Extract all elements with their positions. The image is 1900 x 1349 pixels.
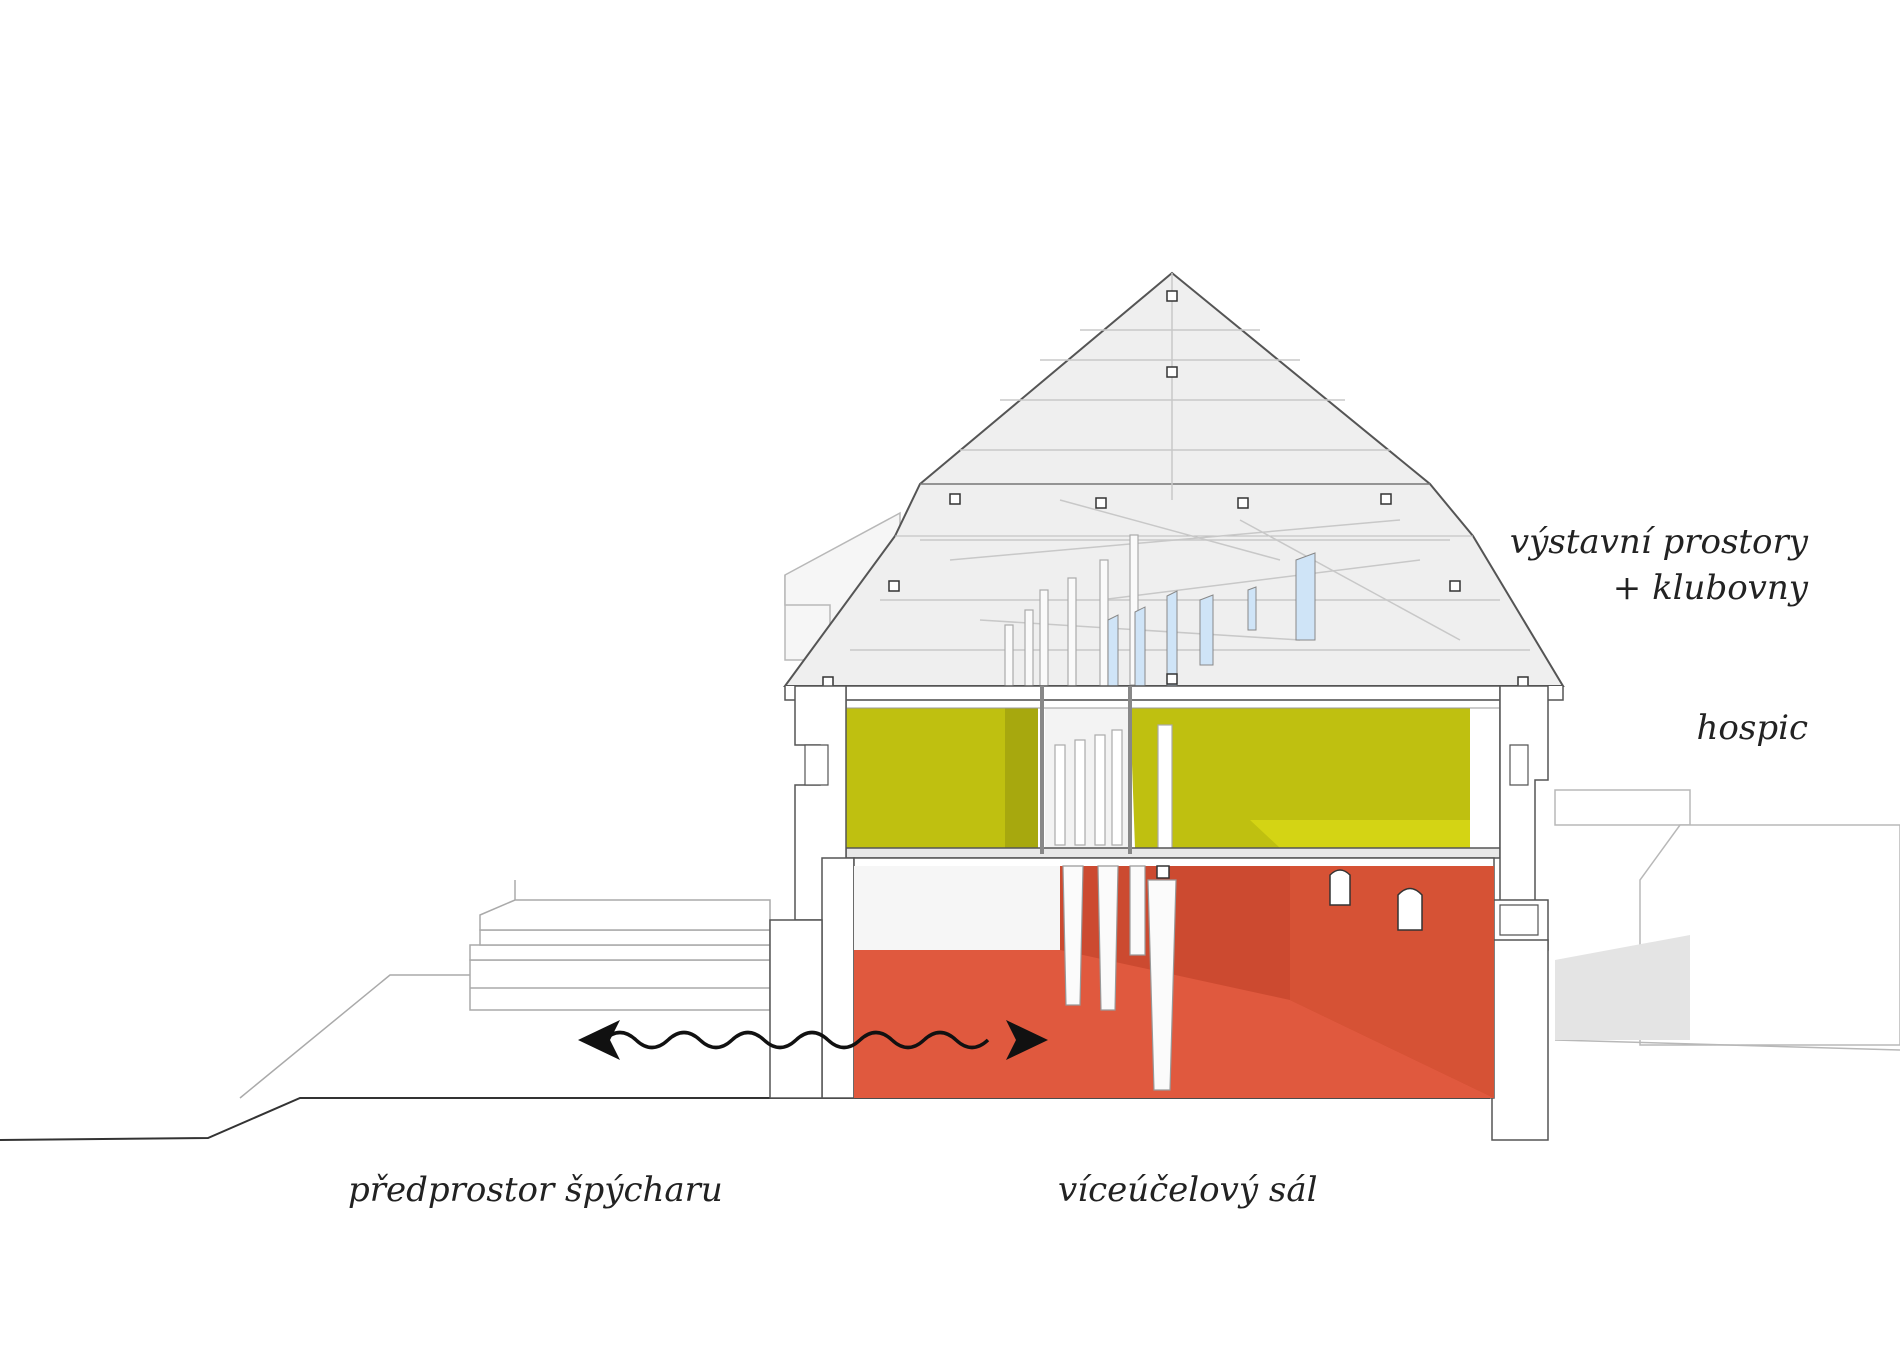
arrow-head-right xyxy=(1006,1020,1048,1060)
label-multipurpose-hall: víceúčelový sál xyxy=(1058,1170,1318,1210)
label-exhibition-line1: výstavní prostory xyxy=(1509,522,1808,562)
terrain-line xyxy=(0,1097,1490,1141)
arrow-head-left xyxy=(578,1020,620,1060)
skylights xyxy=(1107,552,1316,687)
terrain-slope xyxy=(239,974,470,1099)
label-exhibition-line2: + klubovny xyxy=(1612,567,1808,608)
shadow-right xyxy=(1555,935,1690,1040)
hall-floor xyxy=(854,950,1494,1098)
side-details xyxy=(804,744,1539,936)
ground-hall xyxy=(853,857,1495,1099)
background-building-right xyxy=(1554,789,1900,1051)
label-hospice: hospic xyxy=(1696,708,1809,748)
left-steps xyxy=(469,880,771,1011)
label-exhibition-spaces: výstavní prostory + klubovny xyxy=(1510,520,1808,612)
double-wavy-arrow xyxy=(578,1020,1048,1060)
upper-floor xyxy=(845,685,1501,859)
label-forecourt: předprostor špýcharu xyxy=(348,1170,723,1210)
hall-columns xyxy=(1062,865,1177,1091)
roof xyxy=(783,271,1565,701)
